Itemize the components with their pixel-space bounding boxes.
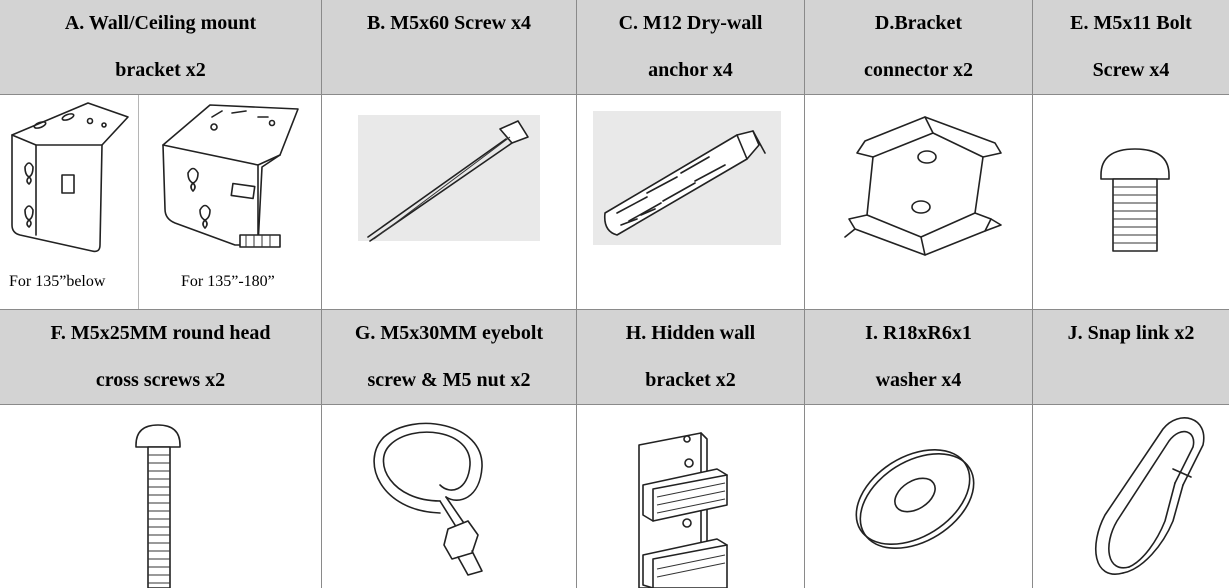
header-cell-a: A. Wall/Ceiling mount bracket x2 [0, 0, 321, 94]
part-a-title: A. Wall/Ceiling mount [64, 12, 257, 34]
part-e-quantity: Screw x4 [1092, 59, 1170, 81]
part-g-quantity: screw & M5 nut x2 [367, 369, 531, 391]
header-cell-j: J. Snap link x2 [1033, 310, 1229, 404]
part-a-quantity: bracket x2 [115, 59, 206, 81]
snap-link-icon [1094, 417, 1205, 575]
variant-label-large: For 135”-180” [181, 273, 275, 290]
eyebolt-icon [373, 422, 483, 576]
header-cell-f: F. M5x25MM round head cross screws x2 [0, 310, 321, 404]
column-divider [138, 95, 139, 309]
column-divider [804, 0, 805, 588]
part-h-quantity: bracket x2 [645, 369, 736, 391]
part-i-title: I. R18xR6x1 [865, 322, 972, 344]
part-f-title: F. M5x25MM round head [50, 322, 271, 344]
column-divider [576, 0, 577, 588]
part-b-title: B. M5x60 Screw x4 [366, 12, 532, 34]
part-d-title: D.Bracket [874, 12, 963, 34]
part-c-title: C. M12 Dry-wall [618, 12, 763, 34]
part-c-quantity: anchor x4 [648, 59, 733, 81]
round-head-screw-icon [135, 424, 181, 588]
header-cell-h: H. Hidden wall bracket x2 [577, 310, 804, 404]
header-cell-b: B. M5x60 Screw x4 [322, 0, 576, 94]
header-cell-g: G. M5x30MM eyebolt screw & M5 nut x2 [322, 310, 576, 404]
wall-ceiling-bracket-icon [11, 102, 299, 253]
row-divider [0, 94, 1229, 95]
header-cell-d: D.Bracket connector x2 [805, 0, 1032, 94]
part-h-title: H. Hidden wall [625, 322, 756, 344]
header-cell-i: I. R18xR6x1 washer x4 [805, 310, 1032, 404]
part-j-title: J. Snap link x2 [1067, 322, 1195, 344]
part-g-title: G. M5x30MM eyebolt [354, 322, 544, 344]
screw-icon [358, 115, 540, 242]
bolt-icon [1100, 148, 1170, 252]
washer-icon [855, 448, 975, 550]
part-f-quantity: cross screws x2 [95, 369, 226, 391]
part-i-quantity: washer x4 [875, 369, 962, 391]
header-cell-c: C. M12 Dry-wall anchor x4 [577, 0, 804, 94]
row-divider [0, 309, 1229, 310]
hidden-wall-bracket-icon [638, 432, 728, 588]
column-divider [321, 0, 322, 588]
part-d-quantity: connector x2 [863, 59, 974, 81]
row-divider [0, 404, 1229, 405]
drywall-anchor-icon [593, 111, 781, 245]
column-divider [1032, 0, 1033, 588]
variant-label-small: For 135”below [9, 273, 106, 290]
bracket-connector-icon [844, 116, 1002, 256]
part-e-title: E. M5x11 Bolt [1070, 12, 1192, 34]
